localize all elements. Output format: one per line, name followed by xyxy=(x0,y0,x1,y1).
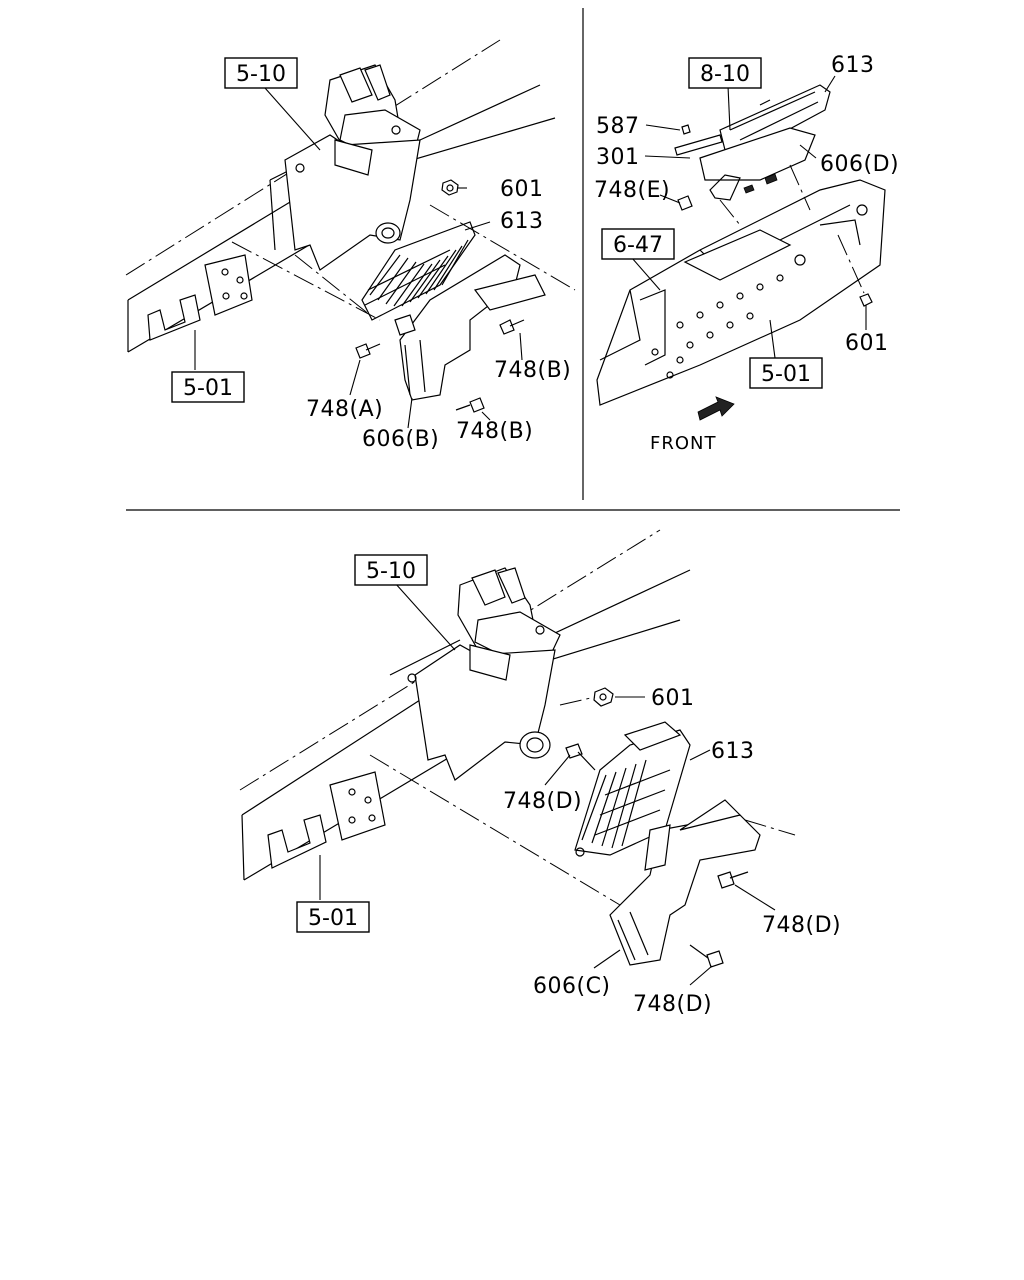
callout-748a: 748(A) xyxy=(306,397,383,422)
ref-box-5-10-top-left-label: 5-10 xyxy=(236,62,286,87)
callout-606d: 606(D) xyxy=(820,152,899,177)
bolt-748d-lower xyxy=(689,944,724,968)
callout-301: 301 xyxy=(596,145,640,170)
top-left-view: 5-10 5-01 601 613 748(B) 748(A) 606(B) 7… xyxy=(125,39,576,452)
bottom-view: 5-10 5-01 601 613 748(D) 748(D) 606(C) 7… xyxy=(239,529,841,1017)
ref-box-5-10-bottom-label: 5-10 xyxy=(366,559,416,584)
ref-box-5-01-bottom[interactable] xyxy=(296,901,370,933)
callout-748d-lower: 748(D) xyxy=(633,992,712,1017)
bolt-748b-upper xyxy=(499,319,525,335)
nut-601-bottom xyxy=(593,687,614,707)
ref-box-5-10-top-left[interactable] xyxy=(224,57,298,89)
frame-rail-top-right xyxy=(596,179,886,406)
top-right-view: FRONT 8-10 6-47 5-01 613 587 301 606(D) … xyxy=(594,53,899,454)
callout-748e: 748(E) xyxy=(594,178,670,203)
rail-bracket-bottom xyxy=(267,771,386,869)
nut-601-top-right xyxy=(859,293,873,307)
callout-613-bottom: 613 xyxy=(711,739,755,764)
ecm-unit-top-right xyxy=(674,84,831,201)
callout-587: 587 xyxy=(596,114,640,139)
ref-box-5-01-top-left[interactable] xyxy=(171,371,245,403)
front-direction-arrow xyxy=(697,396,735,421)
ecm-unit-bottom xyxy=(574,721,691,857)
ref-box-8-10-label: 8-10 xyxy=(700,62,750,87)
ecm-bracket-606c xyxy=(609,799,761,966)
ref-box-5-01-top-right[interactable] xyxy=(749,357,823,389)
ref-box-8-10[interactable] xyxy=(688,57,762,89)
callout-748b-lower: 748(B) xyxy=(456,419,533,444)
callout-606c: 606(C) xyxy=(533,974,611,999)
callout-748b-upper: 748(B) xyxy=(494,358,571,383)
bolt-748d-right xyxy=(717,871,749,889)
bolt-748a xyxy=(355,343,381,359)
ref-box-6-47-label: 6-47 xyxy=(613,233,663,258)
rail-bracket-top-left xyxy=(147,254,253,341)
callout-601-top-left: 601 xyxy=(500,177,544,202)
ecm-bracket-606b xyxy=(394,254,546,401)
ref-box-5-01-top-right-label: 5-01 xyxy=(761,362,811,387)
callout-606b: 606(B) xyxy=(362,427,439,452)
bolt-748e xyxy=(677,195,693,211)
cab-mount-top-left xyxy=(284,64,421,271)
callout-601-bottom: 601 xyxy=(651,686,695,711)
bolt-748d-upper xyxy=(565,743,596,771)
ref-box-5-10-bottom[interactable] xyxy=(354,554,428,586)
ref-box-5-01-bottom-label: 5-01 xyxy=(308,906,358,931)
ecm-unit-top-left xyxy=(361,221,476,321)
front-direction-label: FRONT xyxy=(650,433,717,454)
nut-601-top-left xyxy=(441,179,459,196)
callout-613-top-right: 613 xyxy=(831,53,875,78)
bolt-748b-lower xyxy=(455,397,485,413)
ref-box-6-47[interactable] xyxy=(601,228,675,260)
callout-601-top-right: 601 xyxy=(845,331,889,356)
callout-748d-right: 748(D) xyxy=(762,913,841,938)
ref-box-5-01-top-left-label: 5-01 xyxy=(183,376,233,401)
callout-613-top-left: 613 xyxy=(500,209,544,234)
cab-mount-bottom xyxy=(407,567,561,781)
callout-748d-upper: 748(D) xyxy=(503,789,582,814)
